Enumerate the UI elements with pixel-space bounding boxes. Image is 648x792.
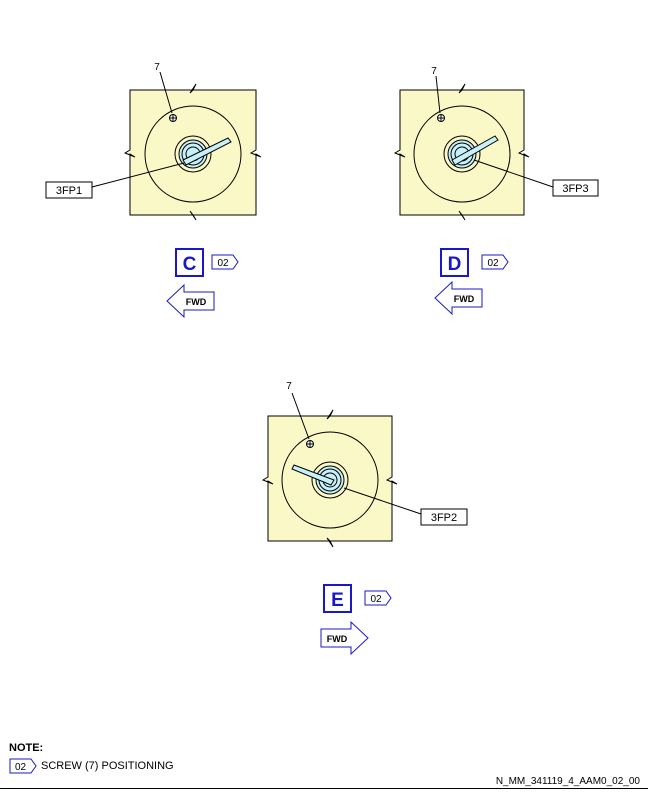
view-letter-box-c [175, 248, 204, 277]
connector-label-box-c [45, 181, 93, 199]
note-text: SCREW (7) POSITIONING [41, 760, 174, 772]
note-item: 02 SCREW (7) POSITIONING [9, 758, 174, 774]
fwd-arrow-e [320, 620, 369, 656]
callout-number-d: 02 [487, 258, 499, 269]
mounting-ring-e [281, 431, 379, 529]
screw-e [306, 440, 314, 448]
fwd-arrow-c [166, 283, 215, 319]
callout-number-c: 02 [217, 258, 229, 269]
connector-label-box-d [552, 179, 599, 197]
note-title: NOTE: [9, 742, 44, 754]
connector-label-e: 3FP2 [431, 512, 457, 524]
screw-leader-e [291, 392, 310, 440]
view-letter-c: C [183, 254, 197, 275]
screw-leader-c [159, 71, 173, 114]
connector-label-c: 3FP1 [56, 185, 82, 197]
document-reference: N_MM_341119_4_AAM0_02_00 [495, 776, 640, 787]
callout-tag-d [481, 254, 509, 270]
view-letter-box-d [440, 248, 469, 277]
bottom-rule [0, 788, 648, 789]
callout-tag-c [211, 254, 239, 270]
screw-label-e: 7 [286, 381, 292, 392]
callout-number-e: 02 [370, 594, 382, 605]
view-d: 7 3FP3 D 02 FWD [393, 66, 599, 316]
fwd-arrow-d [434, 280, 483, 316]
mounting-ring-c [144, 105, 242, 203]
fwd-label-d: FWD [454, 294, 475, 304]
fwd-label-e: FWD [327, 634, 348, 644]
connector-leader-d [473, 159, 554, 188]
view-c: 7 3FP1 C 02 FWD [45, 62, 262, 319]
note-callout-number: 02 [15, 762, 27, 773]
callout-tag-e [364, 590, 392, 606]
connector-d [443, 135, 499, 173]
fwd-label-c: FWD [186, 297, 207, 307]
view-e: 7 3FP2 E 02 FWD [261, 381, 468, 656]
view-letter-d: D [448, 254, 462, 275]
screw-leader-d [435, 75, 441, 114]
note-callout-tag: 02 [9, 758, 37, 774]
screw-c [169, 114, 177, 122]
mounting-ring-d [413, 105, 511, 203]
connector-leader-e [343, 487, 422, 515]
screw-d [437, 114, 445, 122]
screw-label-d: 7 [431, 66, 437, 77]
view-letter-box-e [323, 584, 352, 613]
screw-label-c: 7 [154, 62, 160, 73]
connector-leader-c [91, 162, 185, 188]
connector-label-d: 3FP3 [562, 183, 588, 195]
connector-e [291, 461, 349, 499]
connector-label-box-e [420, 508, 468, 526]
view-letter-e: E [331, 590, 344, 611]
